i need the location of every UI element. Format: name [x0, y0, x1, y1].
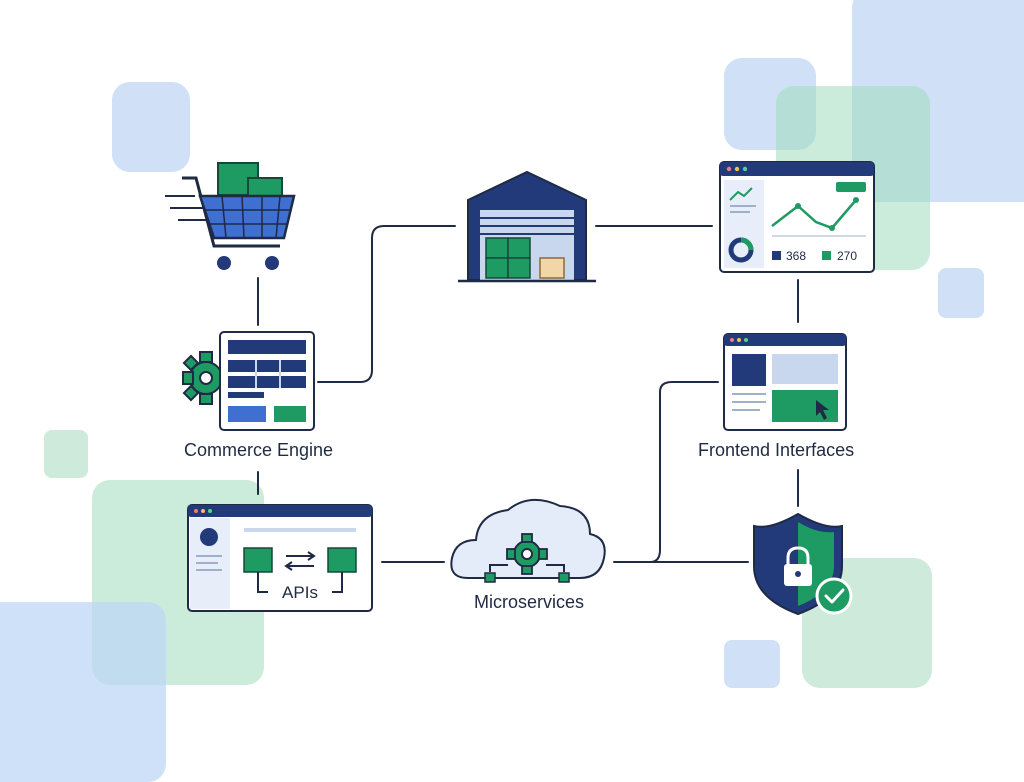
bg-square-left — [44, 430, 88, 478]
dashboard-window-icon: 368 270 — [719, 161, 875, 273]
connector-engine-warehouse — [317, 225, 456, 383]
lock-icon — [784, 546, 812, 586]
architecture-diagram: 368 270 — [165, 161, 875, 616]
cursor-icon — [816, 400, 829, 420]
microservices-label: Microservices — [474, 592, 584, 612]
gear-icon — [506, 533, 548, 575]
bg-square-bottom-left-blue — [0, 602, 166, 782]
security-shield-icon — [753, 512, 853, 616]
bg-square-bottom-right-blue — [724, 640, 780, 688]
bg-square-top-left — [112, 82, 190, 172]
dashboard-stat-1: 368 — [786, 249, 806, 263]
connector-microservices-frontend — [649, 381, 719, 563]
checkmark-badge-icon — [815, 577, 853, 615]
frontend-window-icon — [723, 333, 847, 431]
bg-square-right — [938, 268, 984, 318]
cloud-icon — [450, 499, 606, 583]
frontend-interfaces-label: Frontend Interfaces — [698, 440, 855, 460]
dashboard-stat-2: 270 — [837, 249, 857, 263]
commerce-engine-icon — [182, 331, 315, 431]
connectors — [257, 225, 799, 563]
apis-label: APIs — [282, 583, 318, 602]
commerce-engine-label: Commerce Engine — [184, 440, 334, 460]
gear-icon — [182, 351, 223, 405]
apis-window-icon: APIs — [187, 504, 373, 612]
warehouse-icon — [458, 170, 596, 283]
shopping-cart-icon — [165, 162, 296, 270]
